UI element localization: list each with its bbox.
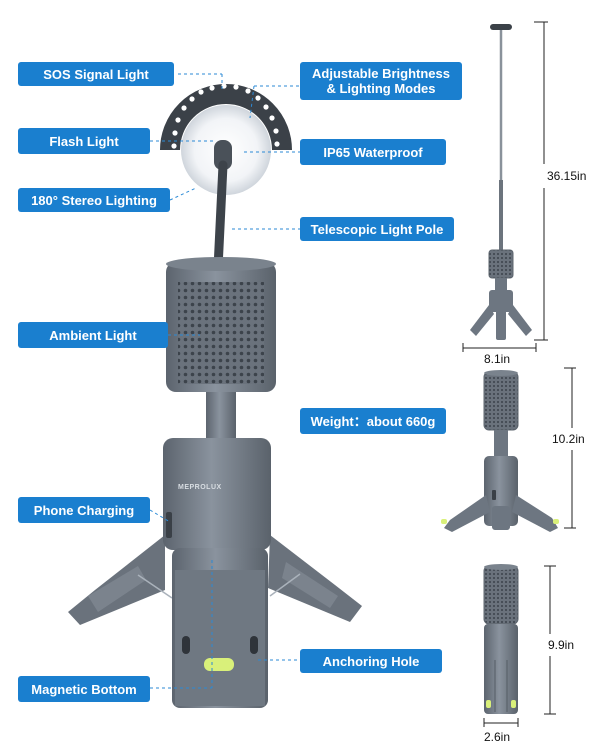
anchoring-text: Anchoring Hole xyxy=(322,653,420,669)
telescopic-pole-label: Telescopic Light Pole xyxy=(300,217,454,241)
magnetic-text: Magnetic Bottom xyxy=(31,681,137,697)
folded-height-label: 9.9in xyxy=(548,638,575,652)
brightness-text-1: Adjustable Brightness xyxy=(312,66,450,81)
base-column xyxy=(163,438,271,550)
stereo-lighting-label: 180° Stereo Lighting xyxy=(18,188,170,212)
extended-height-label: 36.15in xyxy=(547,169,587,183)
brightness-text-2: & Lighting Modes xyxy=(326,81,436,96)
brand-label: MEPROLUX xyxy=(178,484,222,491)
standard-dimension-lines xyxy=(564,367,576,529)
standard-height-label: 10.2in xyxy=(552,432,585,446)
phone-charging-label: Phone Charging xyxy=(18,497,150,523)
adjustable-brightness-label: Adjustable Brightness & Lighting Modes xyxy=(300,62,462,100)
magnetic-pad xyxy=(204,658,234,671)
extended-width-label: 8.1in xyxy=(484,352,511,366)
weight-label: Weight：about 660g xyxy=(300,408,446,434)
ambient-light-mesh xyxy=(178,282,264,384)
flash-light-label: Flash Light xyxy=(18,128,150,154)
standard-lamp xyxy=(441,370,559,532)
anchoring-hole-left xyxy=(182,636,190,654)
ambient-light-label: Ambient Light xyxy=(18,322,168,348)
weight-text: Weight：about 660g xyxy=(310,413,436,429)
phone-text: Phone Charging xyxy=(33,502,135,518)
folded-lamp xyxy=(483,564,519,714)
leader-lines xyxy=(149,73,300,689)
sos-text: SOS Signal Light xyxy=(43,66,149,82)
ip65-waterproof-label: IP65 Waterproof xyxy=(300,139,446,165)
right-leg xyxy=(268,535,362,622)
sos-signal-light-label: SOS Signal Light xyxy=(18,62,174,86)
stereo-text: 180° Stereo Lighting xyxy=(31,192,157,208)
ambient-text: Ambient Light xyxy=(49,327,137,343)
waterproof-text: IP65 Waterproof xyxy=(323,144,423,160)
folded-width-label: 2.6in xyxy=(484,730,511,744)
charging-port xyxy=(166,512,172,538)
lamp-head xyxy=(160,83,292,195)
telescopic-pole xyxy=(213,160,228,273)
folded-dimension-lines xyxy=(483,565,556,727)
anchoring-hole-right xyxy=(250,636,258,654)
anchoring-hole-label: Anchoring Hole xyxy=(300,649,442,673)
main-lamp xyxy=(68,83,362,708)
extended-dimension-lines xyxy=(462,21,548,352)
telescopic-text: Telescopic Light Pole xyxy=(310,221,444,237)
flash-text: Flash Light xyxy=(49,133,119,149)
magnetic-bottom-label: Magnetic Bottom xyxy=(18,676,150,702)
extended-lamp xyxy=(470,24,532,340)
